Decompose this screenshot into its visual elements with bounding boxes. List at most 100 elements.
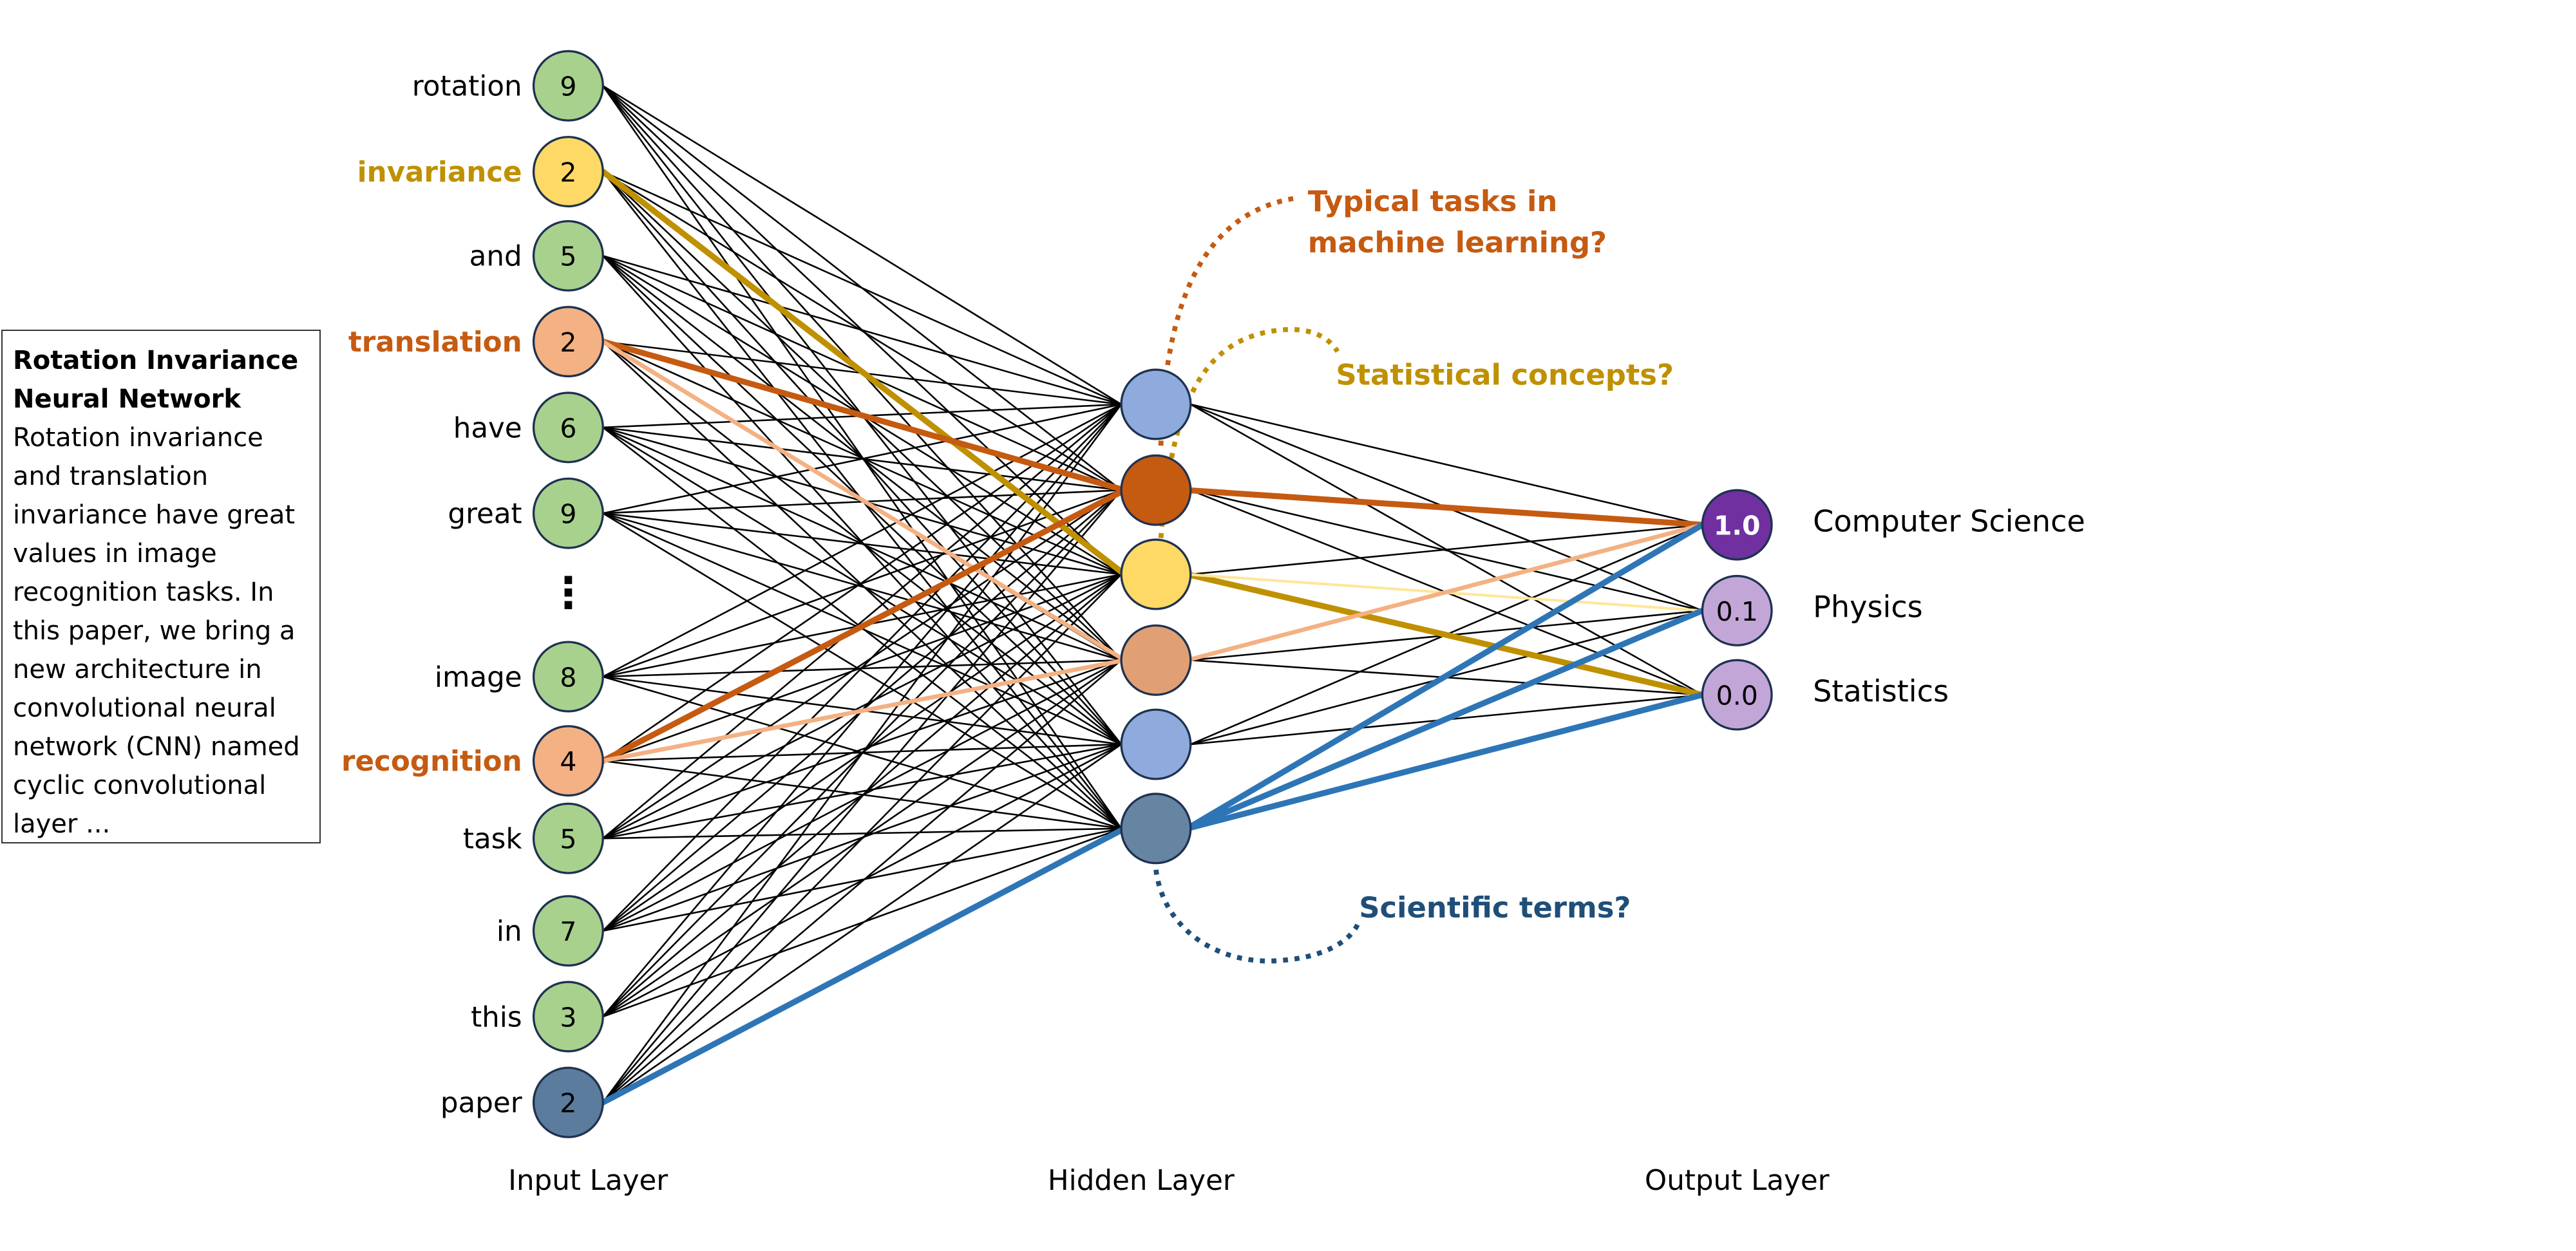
input-word-label: have bbox=[453, 412, 522, 444]
hidden-node-5 bbox=[1120, 708, 1192, 780]
input-node-paper: 2 paper bbox=[440, 1066, 604, 1138]
input-word-label: paper bbox=[440, 1087, 522, 1120]
input-node-count: 5 bbox=[560, 241, 576, 272]
input-node-count: 2 bbox=[560, 1088, 576, 1119]
output-layer-label: Output Layer bbox=[1645, 1165, 1830, 1197]
output-node-circle bbox=[1701, 489, 1773, 561]
input-node-image: 8 image bbox=[435, 641, 604, 713]
input-node-count: 9 bbox=[560, 499, 576, 530]
input-word-label: invariance bbox=[357, 156, 522, 189]
edge-input-hidden bbox=[602, 85, 1122, 406]
abstract-body: Rotation invariance and translation inva… bbox=[13, 423, 300, 839]
ml-tasks-annotation-line2: machine learning? bbox=[1308, 225, 1607, 259]
edge-input-hidden bbox=[602, 574, 1122, 1104]
input-node-circle bbox=[532, 981, 604, 1053]
edge-hidden-output bbox=[1190, 523, 1703, 576]
edge-input-hidden bbox=[602, 403, 1122, 514]
input-word-label: rotation bbox=[412, 71, 522, 103]
input-layer-label: Input Layer bbox=[508, 1165, 668, 1197]
ml-tasks-annotation-line1: Typical tasks in bbox=[1308, 184, 1558, 218]
highlight-edge-blue bbox=[1184, 522, 1706, 832]
output-node-value: 0.0 bbox=[1716, 681, 1758, 711]
hidden-layer-label: Hidden Layer bbox=[1048, 1165, 1235, 1197]
edge-input-hidden bbox=[602, 659, 1122, 1104]
output-node-statistics: 0.0 Statistics bbox=[1701, 659, 1949, 731]
input-node-circle bbox=[532, 641, 604, 713]
input-node-great: 9 great bbox=[448, 477, 604, 549]
input-node-circle bbox=[532, 136, 604, 208]
output-node-value: 0.1 bbox=[1716, 596, 1758, 627]
edge-input-hidden bbox=[602, 489, 1122, 1104]
input-node-recognition: 4 recognition bbox=[341, 725, 604, 797]
hidden-node-2 bbox=[1120, 454, 1192, 526]
input-node-circle bbox=[532, 391, 604, 464]
hidden-node-3 bbox=[1120, 538, 1192, 610]
output-node-physics: 0.1 Physics bbox=[1701, 574, 1923, 646]
input-word-label: in bbox=[497, 916, 522, 948]
output-class-label: Computer Science bbox=[1813, 503, 2085, 538]
input-word-label: this bbox=[471, 1001, 522, 1033]
stats-annotation: Statistical concepts? bbox=[1336, 357, 1674, 391]
edge-input-hidden bbox=[603, 512, 1122, 576]
edge-input-hidden bbox=[602, 171, 1122, 406]
input-word-label: great bbox=[448, 498, 522, 531]
input-node-count: 7 bbox=[560, 916, 576, 947]
input-node-in: 7 in bbox=[497, 895, 604, 967]
input-node-circle bbox=[532, 895, 604, 967]
highlight-edge-blue bbox=[600, 825, 1128, 1105]
output-node-circle bbox=[1701, 659, 1773, 731]
output-node-value: 1.0 bbox=[1714, 511, 1761, 541]
highlight-edge-blue bbox=[1184, 691, 1706, 832]
input-word-label: recognition bbox=[341, 746, 522, 778]
hidden-node-1 bbox=[1120, 368, 1192, 440]
input-node-count: 4 bbox=[560, 746, 576, 777]
highlight-edge-blue bbox=[1184, 607, 1706, 832]
input-node-circle bbox=[532, 220, 604, 292]
input-word-label: image bbox=[435, 661, 522, 693]
input-ellipsis: ⋮ bbox=[547, 567, 590, 617]
stats-dotted-curve bbox=[1158, 326, 1340, 538]
input-node-circle bbox=[532, 306, 604, 378]
input-node-this: 3 this bbox=[471, 981, 604, 1053]
input-word-label: task bbox=[463, 823, 522, 856]
highlight-edge-gold bbox=[1184, 571, 1706, 698]
input-node-circle bbox=[532, 50, 604, 122]
sci-dotted-curve bbox=[1153, 869, 1361, 964]
highlight-edge-salmon bbox=[600, 339, 1127, 663]
output-node-computer-science: 1.0 Computer Science bbox=[1701, 489, 2085, 561]
edge-input-hidden bbox=[602, 744, 1122, 1104]
hidden-node-4 bbox=[1120, 624, 1192, 696]
edge-input-hidden bbox=[602, 573, 1122, 840]
input-node-count: 5 bbox=[560, 824, 576, 855]
edge-input-hidden bbox=[603, 827, 1122, 840]
output-node-circle bbox=[1701, 574, 1773, 646]
input-node-count: 8 bbox=[560, 662, 576, 693]
input-node-circle bbox=[532, 1066, 604, 1138]
input-node-invariance: 2 invariance bbox=[357, 136, 604, 208]
output-class-label: Statistics bbox=[1813, 673, 1949, 708]
edge-input-hidden bbox=[602, 404, 1122, 840]
input-node-circle bbox=[532, 725, 604, 797]
output-class-label: Physics bbox=[1813, 590, 1923, 625]
edge-input-hidden bbox=[602, 404, 1122, 932]
input-node-count: 2 bbox=[560, 327, 576, 358]
edge-input-hidden bbox=[602, 659, 1122, 840]
edge-input-hidden bbox=[602, 743, 1122, 840]
abstract-text-box: Rotation Invariance Neural Network Rotat… bbox=[1, 330, 321, 843]
edge-hidden-output bbox=[1190, 403, 1703, 526]
abstract-title: Rotation Invariance Neural Network bbox=[13, 346, 299, 414]
input-node-count: 3 bbox=[560, 1002, 576, 1033]
sci-annotation: Scientific terms? bbox=[1359, 890, 1631, 925]
highlight-edge-orange bbox=[600, 487, 1128, 764]
input-word-label: translation bbox=[348, 326, 522, 359]
hidden-node-6 bbox=[1120, 793, 1192, 865]
highlight-edge-salmon bbox=[600, 657, 1127, 764]
highlight-edge-salmon bbox=[1185, 522, 1705, 663]
highlight-edge-orange bbox=[600, 338, 1128, 493]
input-node-count: 2 bbox=[560, 157, 576, 188]
highlight-edges-layer bbox=[600, 168, 1706, 1105]
input-node-translation: 2 translation bbox=[348, 306, 604, 378]
